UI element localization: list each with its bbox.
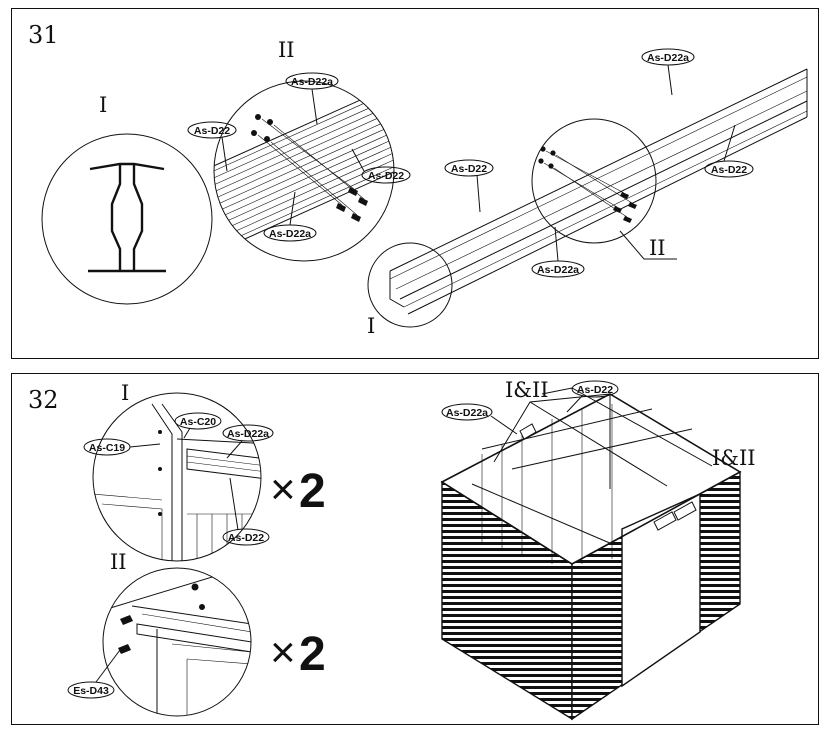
- main-detail-ii-callout: II: [649, 236, 666, 260]
- svg-text:As-D22: As-D22: [194, 125, 230, 137]
- step-number: 31: [28, 21, 59, 49]
- quantity-2: 2: [299, 628, 326, 681]
- main-detail-i-circle: [367, 242, 453, 328]
- tag-shed-d22a: As-D22a: [441, 403, 518, 435]
- svg-text:As-D22: As-D22: [711, 164, 747, 176]
- svg-text:As-D22a: As-D22a: [269, 228, 311, 240]
- step-31-drawing: 31 I II: [28, 21, 808, 338]
- svg-text:As-C19: As-C19: [89, 442, 125, 454]
- detail-ii-label: II: [110, 550, 127, 574]
- main-detail-ii-circle: [531, 118, 657, 244]
- svg-text:As-D22: As-D22: [368, 170, 404, 182]
- step-32-panel: 32 I As-C20 As-C19 As-D22a: [11, 373, 819, 725]
- svg-text:As-D22a: As-D22a: [537, 264, 579, 276]
- detail-i-label: I: [121, 381, 129, 405]
- tag-main-right: As-D22: [704, 124, 754, 178]
- svg-text:Es-D43: Es-D43: [73, 685, 109, 697]
- tag-ii-top: As-D22a: [285, 72, 339, 125]
- rail-assembly: [389, 68, 808, 315]
- bolt-set: [251, 114, 368, 222]
- shed-drawing: [440, 387, 742, 721]
- shed-label-right: I&II: [712, 446, 756, 470]
- tag-ii-right: As-D22: [351, 148, 411, 184]
- detail-ii-circle: [102, 567, 252, 717]
- times-sign-1: ×: [270, 465, 296, 514]
- detail-ii-label: II: [278, 38, 295, 62]
- svg-text:As-D22: As-D22: [228, 532, 264, 544]
- tag-main-top: As-D22a: [641, 48, 695, 96]
- tag-shed-d22: As-D22: [566, 380, 619, 413]
- tag-main-left: As-D22: [444, 159, 494, 213]
- tag-i-c19: As-C19: [83, 438, 161, 456]
- times-sign-2: ×: [270, 628, 296, 677]
- detail-i-circle: [41, 133, 213, 305]
- svg-text:As-D22a: As-D22a: [446, 407, 488, 419]
- tag-ii-d43: Es-D43: [67, 649, 121, 699]
- tag-i-d22a: As-D22a: [222, 424, 274, 459]
- main-detail-i-callout: I: [367, 314, 375, 338]
- svg-text:As-D22a: As-D22a: [647, 52, 689, 64]
- quantity-1: 2: [299, 465, 326, 518]
- svg-text:As-D22a: As-D22a: [227, 428, 269, 440]
- svg-text:As-C20: As-C20: [180, 416, 216, 428]
- step-32-drawing: 32 I As-C20 As-C19 As-D22a: [28, 378, 756, 721]
- svg-text:As-D22a: As-D22a: [291, 76, 333, 88]
- tag-ii-left: As-D22: [187, 121, 237, 172]
- tag-ii-bottom: As-D22a: [263, 191, 317, 242]
- detail-i-label: I: [99, 93, 107, 117]
- svg-text:As-D22: As-D22: [577, 384, 613, 396]
- tag-main-bottom: As-D22a: [531, 226, 585, 278]
- tag-i-d22: As-D22: [222, 477, 270, 546]
- step-number: 32: [28, 386, 59, 414]
- shed-label-left: I&II: [505, 378, 549, 402]
- tag-i-c20: As-C20: [174, 412, 222, 439]
- svg-text:As-D22: As-D22: [451, 163, 487, 175]
- rail-cross-section: [88, 162, 166, 273]
- step-31-panel: 31 I II: [11, 8, 819, 359]
